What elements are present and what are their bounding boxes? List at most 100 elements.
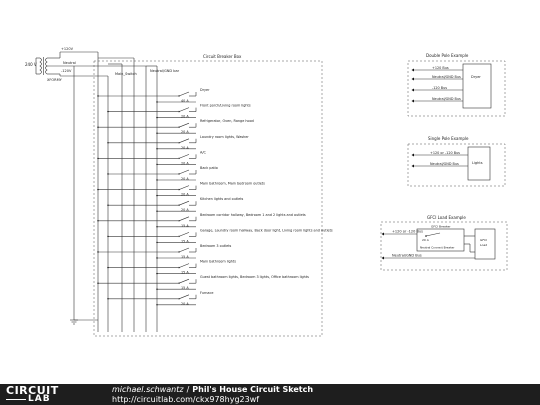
neutral-junction	[156, 272, 158, 275]
circuit-rows: 40 A Dryer 20 A Front porch/Living room lig…	[97, 88, 333, 306]
bus-junction	[107, 266, 109, 269]
gfci-breaker-rating: 20 A	[422, 238, 430, 242]
breaker-row: 20 A Refrigerator, Oven, Range hood	[97, 119, 254, 134]
dryer-load-box	[462, 63, 492, 109]
breaker-rating: 20 A	[181, 208, 189, 212]
breaker-rating: 20 A	[181, 130, 189, 134]
gfci-load-box	[474, 228, 496, 260]
transformer	[35, 57, 48, 75]
v120-top-label: +120V	[61, 47, 74, 51]
breaker-rating: 40 A	[181, 99, 189, 103]
circuit-label: Bedroom 3 outlets	[200, 244, 232, 248]
breaker-rating: 20 A	[181, 161, 189, 165]
circuit-label: Kitchen lights and outlets	[200, 197, 244, 201]
breaker-switch	[178, 138, 190, 144]
single-pole-outline	[407, 143, 506, 187]
footer: CIRCUIT LAB michael.schwantz/Phil's Hous…	[0, 384, 540, 405]
breaker-switch	[178, 294, 190, 300]
single-pole-row-label: Neutral/GND Bus	[430, 162, 459, 166]
breaker-rating: 20 A	[181, 146, 189, 150]
bus-junction	[107, 110, 109, 113]
breaker-switch	[178, 278, 190, 284]
double-pole-row-label: +120 Bus	[432, 66, 449, 70]
neutral-label: Neutral	[63, 61, 76, 65]
bus-junction	[107, 173, 109, 175]
breaker-row: 20 A Furnace	[107, 291, 213, 306]
neutral-junction	[156, 257, 158, 259]
neutral-junction	[156, 288, 158, 290]
lights-load-label: Lights	[472, 161, 483, 165]
xformer-label: XFORMY	[47, 78, 63, 82]
breaker-rating: 15 A	[181, 271, 189, 275]
circuit-label: Back patio	[200, 166, 218, 170]
bus-junction	[97, 251, 99, 253]
circuit-label: Bedroom corridor hallway, Bedroom 1 and …	[200, 213, 306, 217]
gfci-outline	[380, 221, 508, 271]
breaker-switch	[178, 185, 190, 190]
breaker-rating: 20 A	[181, 302, 189, 306]
gfci-inner-label: Neutral Connect Breaker	[420, 246, 455, 250]
breaker-row: 20 A Kitchen lights and outlets	[107, 197, 244, 212]
circuit-label: Garage, Laundry room hallway, Back door …	[200, 228, 333, 232]
neutral-junction	[156, 132, 158, 134]
breaker-rating: 20 A	[181, 115, 189, 119]
breaker-switch	[178, 122, 190, 128]
single-pole-title: Single Pole Example	[428, 136, 469, 141]
bus-junction	[97, 282, 99, 284]
breaker-switch	[178, 247, 190, 253]
gfci-title: GFCI Load Example	[427, 215, 466, 220]
circuit-label: Refrigerator, Oven, Range hood	[200, 119, 254, 123]
circuit-label: Main bathroom lights	[200, 260, 236, 264]
gfci-neutral-label: Neutral/GND Bus	[392, 254, 422, 258]
breaker-rating: 15 A	[181, 239, 189, 243]
bus-junction	[97, 220, 99, 222]
neutral-junction	[156, 304, 158, 306]
breaker-rating: 20 A	[181, 193, 189, 197]
gfci-wires	[381, 232, 475, 260]
circuit-diagram: 240 V XFORMY +120V Neutral -120V Circuit…	[25, 47, 508, 337]
supply-wires	[47, 51, 158, 332]
breaker-row: 20 A Front porch/Living room lights	[107, 104, 251, 119]
breaker-switch	[178, 232, 190, 237]
breaker-switch	[178, 200, 190, 206]
breaker-row: 40 A Dryer	[97, 88, 210, 103]
bus-junction	[107, 235, 109, 238]
circuit-label: Front porch/Living room lights	[200, 104, 251, 108]
neutral-junction	[156, 116, 158, 119]
neutral-junction	[156, 101, 158, 103]
neutral-junction	[156, 194, 158, 197]
circuit-label: Main bathroom, Main bedroom outlets	[200, 182, 265, 186]
author-link[interactable]: michael.schwantz	[112, 385, 184, 394]
breaker-row: 20 A Main bathroom, Main bedroom outlets	[97, 182, 265, 197]
neutral-junction	[156, 179, 158, 181]
neutral-junction	[156, 241, 158, 244]
breaker-switch	[178, 154, 190, 159]
breaker-switch	[178, 263, 190, 268]
gfci-breaker-label: GFCI Breaker	[431, 225, 451, 229]
logo-text-top: CIRCUIT	[6, 384, 59, 397]
neutral-bar-label: Neutral/GND bar	[150, 69, 180, 73]
bus-junction	[97, 126, 99, 128]
circuit-title: Phil's House Circuit Sketch	[192, 385, 314, 394]
breaker-row: 15 A Garage, Laundry room hallway, Back d…	[107, 228, 333, 243]
bus-junction	[97, 188, 99, 191]
double-pole-row-label: Neutral/GND Bus	[432, 97, 461, 101]
circuit-label: Dryer	[200, 88, 210, 92]
logo-circuit-line	[6, 399, 26, 400]
circuit-label: Furnace	[200, 291, 213, 295]
breaker-row: 15 A Main bathroom lights	[107, 260, 236, 275]
logo-text-bottom: LAB	[28, 394, 51, 404]
breaker-switch	[178, 91, 190, 97]
circuit-url-link[interactable]: http://circuitlab.com/ckx978hyg23wf	[112, 395, 260, 404]
breaker-switch	[178, 216, 190, 222]
neutral-junction	[156, 226, 158, 228]
source-voltage-label: 240 V	[25, 62, 37, 67]
breaker-box-outline	[93, 60, 323, 337]
gfci-breaker-box	[416, 228, 465, 252]
